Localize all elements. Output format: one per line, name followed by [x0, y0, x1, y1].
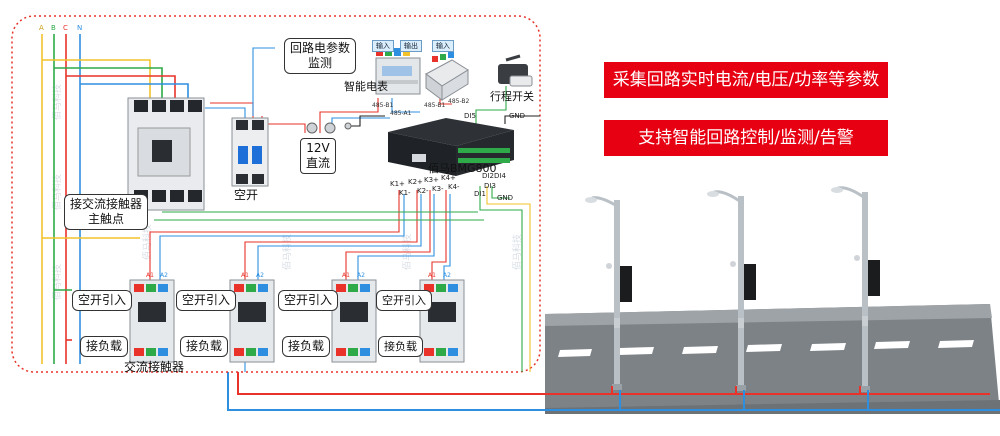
k3p-label: K3+	[424, 176, 439, 184]
c3-a2: A2	[357, 272, 365, 279]
main-breaker	[127, 97, 205, 211]
meter-input-tag: 输入	[372, 40, 394, 52]
streetlight-2	[707, 190, 756, 391]
air-switch-device	[231, 117, 269, 187]
underground-cables	[227, 372, 1000, 411]
contactor-caption: 交流接触器	[124, 360, 185, 374]
di4-label: DI4	[494, 172, 506, 180]
c1-a1: A1	[146, 272, 154, 279]
contactor-4-bottom-label: 接负载	[378, 336, 423, 357]
contactor-4	[419, 279, 465, 363]
cable-blue	[227, 372, 1000, 411]
rs485-b2-label: 485-B2	[448, 98, 470, 105]
k1p-label: K1+	[390, 180, 405, 188]
svg-text:佰马科技: 佰马科技	[51, 84, 63, 120]
gnd-bottom-label: GND	[497, 194, 514, 202]
phase-label-b: B	[51, 24, 56, 32]
main-contact-label: 接交流接触器 主触点	[64, 194, 149, 230]
k4n-label: K4-	[448, 183, 460, 191]
k2p-label: K2+	[408, 178, 423, 186]
bmg800-controller	[388, 118, 514, 176]
contactor-1	[129, 279, 175, 363]
streetlight-3	[831, 186, 880, 392]
di2-label: DI2	[482, 172, 494, 180]
lane-markings	[558, 340, 974, 357]
contactor-1-bottom-label: 接负载	[80, 336, 129, 357]
contactor-3-top-label: 空开引入	[278, 290, 339, 311]
contactor-2	[229, 279, 275, 363]
svg-text:佰马科技: 佰马科技	[281, 234, 293, 270]
rs485-b1-right-label: 485-B1	[424, 102, 446, 109]
contactor-3	[331, 279, 377, 363]
contactor-2-bottom-label: 接负载	[180, 336, 229, 357]
svg-text:佰马科技: 佰马科技	[511, 234, 523, 270]
dc-supply-terminals	[306, 122, 352, 134]
c1-a2: A2	[160, 272, 168, 279]
di3-label: DI3	[484, 182, 496, 190]
phase-label-c: C	[63, 24, 68, 32]
travel-switch-device	[498, 54, 533, 87]
meter-output-tag: 输出	[400, 40, 422, 52]
c2-a2: A2	[256, 272, 264, 279]
control-wires	[149, 47, 540, 372]
c4-a2: A2	[443, 272, 451, 279]
device-name-label: 佰马BMG800	[428, 162, 497, 175]
banner-acquisition: 采集回路实时电流/电压/功率等参数	[604, 62, 888, 98]
c4-a1: A1	[428, 272, 436, 279]
phase-label-n: N	[77, 24, 83, 32]
gnd-top-label: GND	[509, 112, 526, 120]
c3-a1: A1	[342, 272, 350, 279]
diagram-border	[11, 15, 541, 373]
contactors	[129, 279, 465, 363]
phase-label-a: A	[39, 24, 44, 32]
watermarks: 佰马科技 佰马科技 佰马科技 佰马科技 佰马科技 佰马科技 佰马科技	[51, 84, 523, 300]
travel-switch-label: 行程开关	[490, 90, 534, 103]
di5-label: DI5	[464, 112, 476, 120]
k3n-label: K3-	[432, 185, 444, 193]
smart-meter-label: 智能电表	[344, 80, 388, 93]
road-surface	[545, 304, 1000, 414]
dc-power-label: 12V 直流	[300, 138, 337, 174]
c2-a1: A1	[241, 272, 249, 279]
rs485-a1-label: 485-A1	[390, 110, 412, 117]
k4p-label: K4+	[441, 174, 456, 182]
streetlight-1	[585, 196, 632, 390]
contactor-3-bottom-label: 接负载	[282, 336, 331, 357]
contactor-4-top-label: 空开引入	[376, 290, 432, 311]
air-switch-label: 空开	[234, 188, 259, 202]
banner-control: 支持智能回路控制/监测/告警	[604, 120, 888, 156]
svg-text:佰马科技: 佰马科技	[51, 264, 63, 300]
cable-red	[237, 372, 990, 395]
smart-meter-device	[375, 48, 421, 95]
road-scene	[545, 186, 1000, 414]
ct-input-tag: 输入	[432, 40, 454, 52]
rs485-b1-label: 485-B1	[372, 102, 394, 109]
ct-module	[425, 52, 469, 101]
loop-params-label: 回路电参数 监测	[284, 38, 357, 74]
k2n-label: K2-	[417, 187, 429, 195]
contactor-2-top-label: 空开引入	[176, 290, 237, 311]
k1n-label: K1-	[399, 189, 411, 197]
contactor-1-top-label: 空开引入	[72, 290, 133, 311]
di1-label: DI1	[474, 190, 486, 198]
svg-text:佰马科技: 佰马科技	[51, 174, 63, 210]
